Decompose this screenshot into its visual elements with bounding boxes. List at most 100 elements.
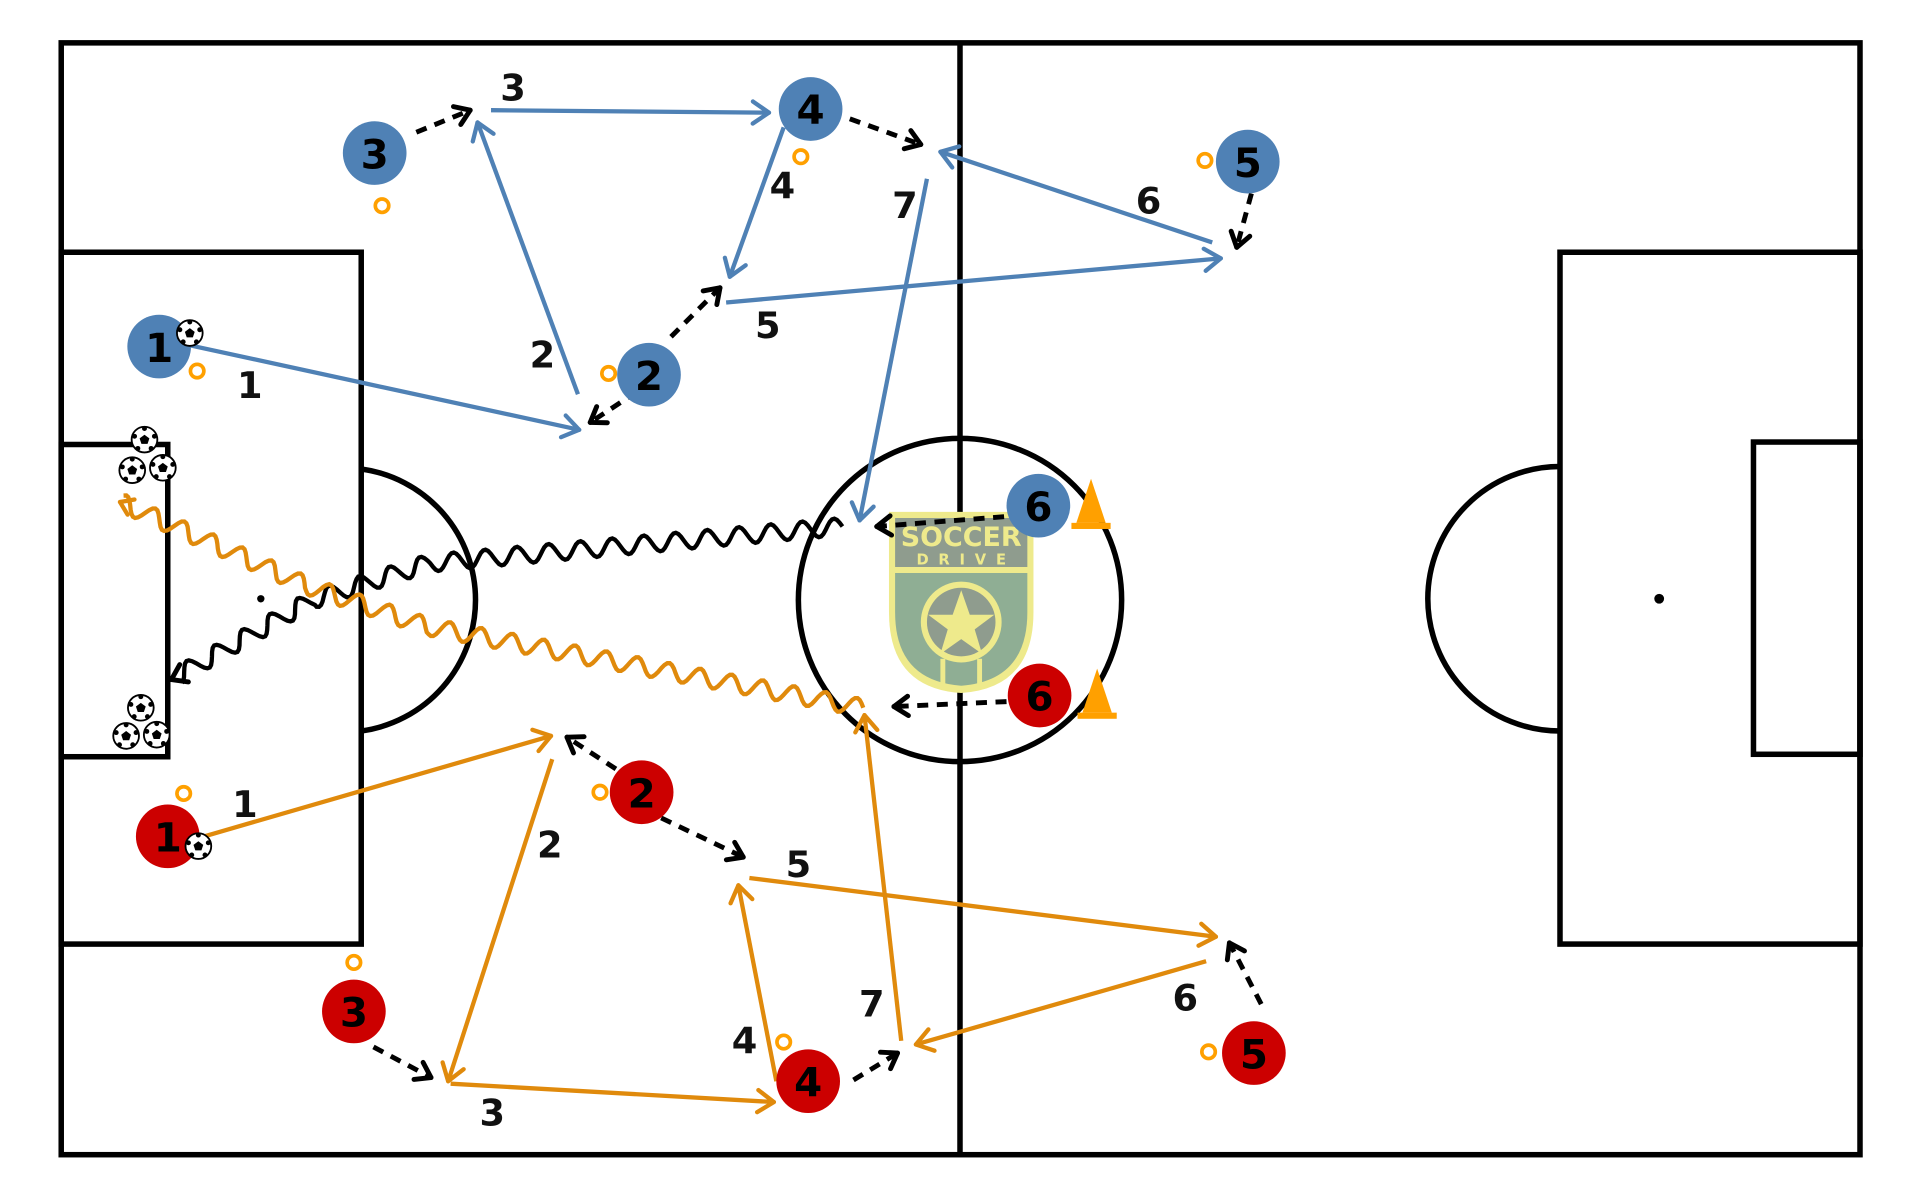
- player-run: [1228, 192, 1254, 250]
- blue-pass-2: [470, 120, 580, 396]
- red-pass-1: [195, 727, 554, 841]
- player-run: [564, 734, 618, 772]
- cone-icon: [1077, 668, 1117, 719]
- soccer-ball-icon: [149, 453, 177, 482]
- red-player-5[interactable]: 5: [1222, 1021, 1286, 1085]
- player-token: [1222, 1021, 1286, 1085]
- red-pass-label: 5: [786, 843, 812, 886]
- soccer-ball-icon: [142, 720, 171, 749]
- player-token: [1007, 663, 1072, 728]
- left-goal-area: [58, 441, 171, 760]
- red-pass-label: 6: [1173, 976, 1199, 1019]
- red-pass-6: [913, 959, 1207, 1053]
- marker-ring-icon: [175, 784, 193, 803]
- player-number: 6: [1024, 483, 1052, 531]
- red-player-2[interactable]: 2: [609, 760, 674, 825]
- blue-pass-label: 3: [500, 67, 526, 110]
- soccer-ball-icon: [127, 693, 155, 722]
- right-penalty-box: [1557, 249, 1863, 947]
- player-number: 2: [628, 769, 656, 817]
- dribble-path-red: [117, 493, 866, 714]
- blue-pass-label: 2: [530, 334, 556, 377]
- marker-ring-icon: [1196, 151, 1214, 169]
- marker-ring-icon: [188, 362, 206, 380]
- player-token: [322, 979, 386, 1044]
- red-pass-label: 2: [537, 823, 563, 866]
- player-number: 1: [154, 814, 182, 862]
- player-number: 4: [794, 1058, 822, 1106]
- player-run: [669, 285, 723, 339]
- red-pass-4: [728, 883, 779, 1082]
- red-player-4[interactable]: 4: [776, 1049, 840, 1114]
- dribble-path-blue: [180, 516, 845, 685]
- blue-player-6[interactable]: 6: [1006, 473, 1071, 538]
- red-player-6[interactable]: 6: [1007, 663, 1072, 728]
- marker-ring-icon: [345, 953, 363, 972]
- blue-pass-4: [722, 126, 786, 279]
- red-pass-5: [749, 875, 1219, 948]
- red-pass-label: 3: [479, 1092, 505, 1135]
- blue-player-2[interactable]: 2: [617, 342, 681, 407]
- right-goal-area: [1750, 439, 1863, 758]
- pitch-lines: [58, 40, 1863, 1158]
- blue-player-3[interactable]: 3: [342, 121, 407, 185]
- player-number: 2: [635, 352, 663, 400]
- soccer-ball-icon: [184, 832, 213, 860]
- soccer-ball-icon: [118, 456, 147, 484]
- blue-player-1[interactable]: 1: [127, 314, 192, 379]
- player-token: [1215, 129, 1280, 194]
- logo-title: SOCCER: [901, 522, 1022, 553]
- red-pass-label: 1: [232, 783, 258, 826]
- blue-pass-6: [938, 144, 1213, 245]
- player-number: 3: [340, 989, 368, 1037]
- player-run: [852, 1049, 900, 1083]
- left-penalty-spot: [257, 595, 265, 603]
- player-token: [617, 342, 681, 407]
- red-pass-label: 4: [732, 1019, 758, 1062]
- player-token: [135, 804, 200, 869]
- player-run: [660, 815, 746, 863]
- blue-pass-label: 7: [892, 184, 918, 227]
- red-pass-7: [853, 712, 904, 1042]
- player-run: [874, 513, 1005, 538]
- blue-pass-label: 6: [1136, 179, 1162, 222]
- right-penalty-spot: [1654, 593, 1665, 604]
- player-number: 5: [1234, 139, 1262, 187]
- player-run: [1224, 940, 1264, 1006]
- blue-pass-label: 5: [755, 304, 781, 347]
- soccer-ball-icon: [112, 722, 140, 750]
- player-token: [609, 760, 674, 825]
- player-token: [342, 121, 407, 185]
- left-penalty-box: [58, 249, 364, 947]
- player-token: [1006, 473, 1071, 538]
- marker-ring-icon: [792, 148, 810, 166]
- player-number: 5: [1240, 1030, 1268, 1078]
- player-token: [127, 314, 192, 379]
- player-number: 6: [1026, 673, 1054, 721]
- player-run: [415, 104, 473, 135]
- marker-ring-icon: [591, 783, 609, 801]
- red-player-1[interactable]: 1: [135, 804, 200, 869]
- player-run: [848, 116, 924, 152]
- blue-player-5[interactable]: 5: [1215, 129, 1280, 194]
- player-number: 1: [145, 324, 173, 372]
- right-penalty-arc: [1425, 463, 1561, 734]
- logo-subtitle: DRIVE: [916, 551, 1015, 568]
- marker-ring-icon: [1200, 1043, 1218, 1061]
- red-pass-label: 7: [859, 983, 885, 1026]
- red-pass-2: [440, 758, 555, 1084]
- red-player-3[interactable]: 3: [322, 979, 386, 1044]
- player-number: 4: [797, 86, 825, 134]
- soccer-drive-logo: SOCCER DRIVE: [888, 511, 1034, 694]
- marker-ring-icon: [373, 197, 391, 215]
- marker-ring-icon: [775, 1033, 793, 1051]
- soccer-ball-icon: [176, 319, 204, 347]
- player-run: [891, 693, 1007, 719]
- soccer-ball-icon: [130, 425, 159, 454]
- player-run: [372, 1044, 434, 1082]
- blue-player-4[interactable]: 4: [778, 77, 843, 141]
- blue-pass-7: [849, 178, 930, 523]
- blue-pass-3: [491, 99, 772, 126]
- blue-pass-label: 1: [237, 364, 263, 407]
